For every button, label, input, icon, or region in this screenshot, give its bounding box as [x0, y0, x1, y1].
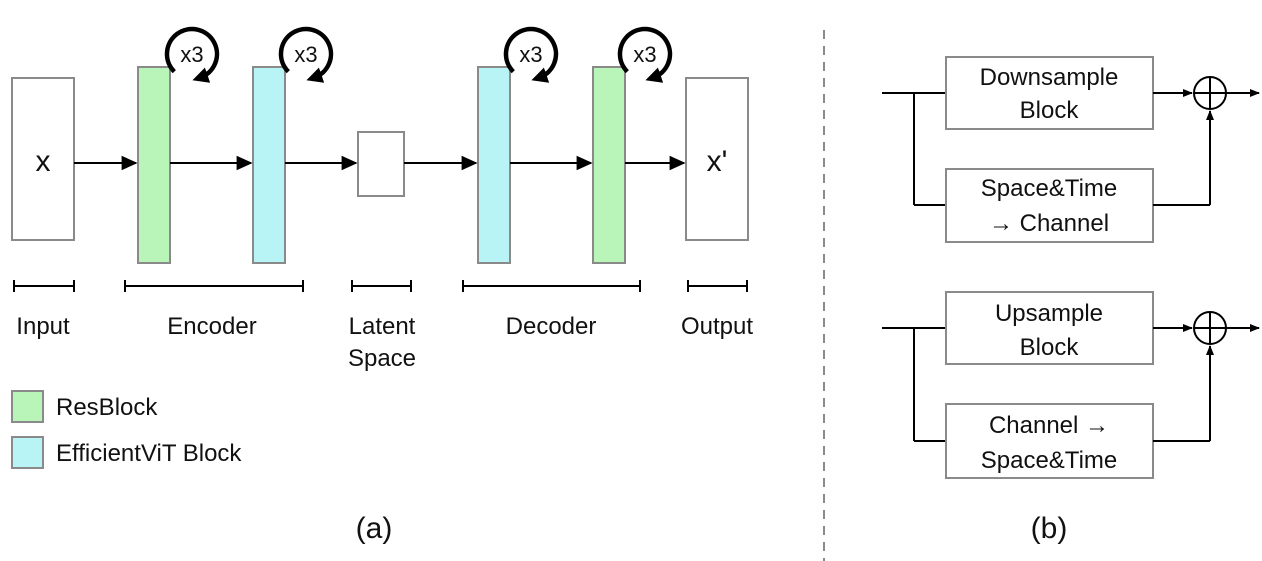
- space-time-to-channel-line1: Space&Time: [981, 175, 1118, 202]
- encoder-resblock: [137, 66, 171, 264]
- label-encoder: Encoder: [167, 313, 256, 340]
- legend-label-efficientvit: EfficientViT Block: [56, 440, 242, 467]
- decoder-efficientvit-block: [477, 66, 511, 264]
- bracket-latent: [351, 280, 412, 292]
- input-symbol: x: [36, 145, 51, 178]
- upsample-residual-block: Upsample Block Channel → Space&Time: [882, 291, 1260, 479]
- circular-arrow-icon: [164, 26, 220, 83]
- legend-swatch-efficientvit: [11, 436, 44, 469]
- space-time-to-channel-line2: → Channel: [989, 210, 1109, 237]
- downsample-main-line2: Block: [1020, 97, 1080, 124]
- repeat-label: x3: [519, 42, 542, 67]
- input-box: [11, 77, 75, 241]
- bracket-input: [13, 280, 75, 292]
- panel-b: Downsample Block Space&Time → Channel Up…: [882, 56, 1260, 545]
- output-symbol: x': [707, 145, 728, 178]
- legend-swatch-resblock: [11, 390, 44, 423]
- repeat-loop-encoder-resblock: x3: [164, 26, 220, 83]
- output-box: [685, 77, 749, 241]
- legend-label-resblock: ResBlock: [56, 394, 158, 421]
- repeat-loop-decoder-efficientvit: x3: [503, 26, 559, 83]
- bracket-encoder: [124, 280, 304, 292]
- channel-to-space-time-box: [945, 403, 1154, 479]
- repeat-loop-decoder-resblock: x3: [617, 26, 673, 83]
- decoder-resblock: [592, 66, 626, 264]
- label-latent-line1: Latent: [349, 313, 416, 340]
- circular-arrow-icon: [617, 26, 673, 83]
- circled-plus-icon: [1193, 76, 1227, 110]
- channel-to-space-time-line2: Space&Time: [981, 447, 1118, 474]
- upsample-main-line2: Block: [1020, 334, 1080, 361]
- label-latent-line2: Space: [348, 345, 416, 372]
- repeat-loop-encoder-efficientvit: x3: [278, 26, 334, 83]
- legend: ResBlock EfficientViT Block: [11, 390, 242, 469]
- repeat-label: x3: [294, 42, 317, 67]
- encoder-efficientvit-block: [252, 66, 286, 264]
- label-input: Input: [16, 313, 70, 340]
- upsample-main-line1: Upsample: [995, 300, 1103, 327]
- repeat-label: x3: [633, 42, 656, 67]
- caption-b: (b): [1031, 512, 1068, 545]
- label-output: Output: [681, 313, 753, 340]
- repeat-label: x3: [180, 42, 203, 67]
- upsample-block-box: [945, 291, 1154, 365]
- circular-arrow-icon: [503, 26, 559, 83]
- channel-to-space-time-line1: Channel →: [989, 412, 1109, 439]
- bracket-decoder: [462, 280, 641, 292]
- circled-plus-icon: [1193, 311, 1227, 345]
- circular-arrow-icon: [278, 26, 334, 83]
- caption-a: (a): [356, 512, 393, 545]
- latent-box: [357, 131, 405, 197]
- downsample-block-box: [945, 56, 1154, 130]
- bracket-output: [687, 280, 748, 292]
- panel-a: x x' x3 x3 x3: [11, 26, 753, 545]
- downsample-main-line1: Downsample: [980, 64, 1119, 91]
- label-decoder: Decoder: [506, 313, 597, 340]
- downsample-residual-block: Downsample Block Space&Time → Channel: [882, 56, 1260, 243]
